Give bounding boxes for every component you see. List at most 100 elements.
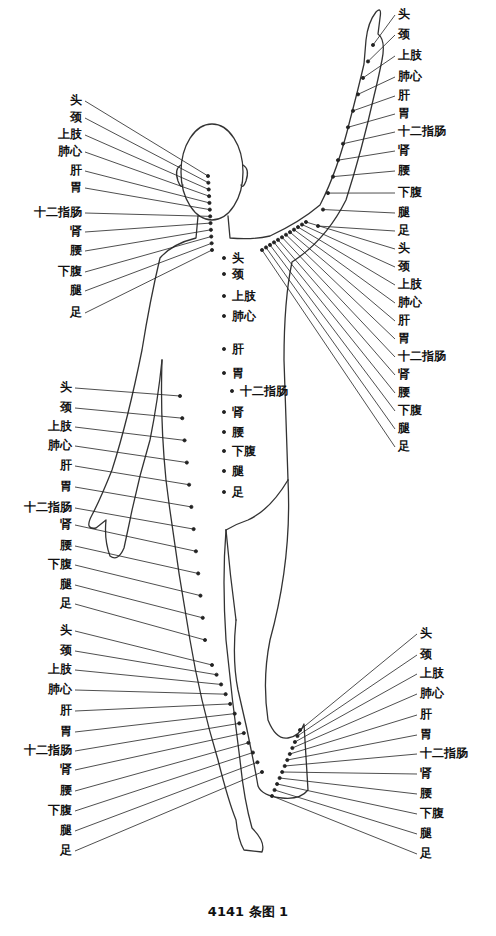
point-dot bbox=[229, 702, 232, 705]
leader-line bbox=[272, 796, 417, 854]
organ-label: 腰 bbox=[420, 785, 432, 801]
point-dot bbox=[321, 208, 324, 211]
leader-line bbox=[278, 240, 395, 375]
leader-line bbox=[285, 754, 417, 766]
organ-label: 足 bbox=[60, 842, 72, 858]
point-dot bbox=[209, 215, 212, 218]
point-dot bbox=[187, 483, 190, 486]
point-dot bbox=[247, 741, 250, 744]
organ-label: 头 bbox=[420, 625, 432, 641]
point-dot bbox=[260, 248, 263, 251]
organ-label: 胃 bbox=[60, 723, 72, 739]
leader-line bbox=[75, 408, 182, 418]
point-dot bbox=[222, 430, 225, 433]
leader-line bbox=[75, 466, 189, 485]
leader-line bbox=[75, 753, 253, 811]
point-dot bbox=[284, 233, 287, 236]
point-dot bbox=[356, 93, 359, 96]
organ-label: 肝 bbox=[60, 457, 72, 473]
point-dot bbox=[222, 314, 225, 317]
leader-line bbox=[75, 604, 205, 640]
leader-line bbox=[75, 508, 194, 529]
organ-label: 颈 bbox=[232, 266, 244, 282]
organ-label: 肝 bbox=[70, 162, 82, 178]
point-dot bbox=[222, 371, 225, 374]
leader-line bbox=[286, 235, 395, 339]
leader-line bbox=[306, 222, 395, 249]
leader-line bbox=[358, 77, 395, 94]
leader-line bbox=[75, 670, 221, 684]
organ-label: 腿 bbox=[232, 463, 244, 479]
organ-label: 肺心 bbox=[398, 294, 422, 310]
organ-label: 头 bbox=[60, 379, 72, 395]
figure-caption: 4141 条图 1 bbox=[0, 903, 496, 921]
organ-label: 胃 bbox=[398, 105, 410, 121]
organ-label: 肝 bbox=[398, 312, 410, 328]
organ-label: 足 bbox=[398, 222, 410, 238]
organ-label: 腰 bbox=[70, 242, 82, 258]
point-dot bbox=[304, 220, 307, 223]
point-dot bbox=[361, 76, 364, 79]
leader-line bbox=[270, 245, 395, 411]
organ-label: 胃 bbox=[70, 179, 82, 195]
leader-line bbox=[262, 250, 395, 447]
point-dot bbox=[336, 159, 339, 162]
point-dot bbox=[275, 782, 278, 785]
point-dot bbox=[273, 788, 276, 791]
point-dot bbox=[192, 527, 195, 530]
leader-line bbox=[373, 15, 395, 45]
leader-line bbox=[338, 151, 395, 160]
leader-line bbox=[277, 784, 417, 814]
point-dot bbox=[197, 572, 200, 575]
leader-line bbox=[282, 772, 417, 774]
organ-label: 肺心 bbox=[232, 308, 256, 324]
point-dot bbox=[341, 142, 344, 145]
point-dot bbox=[264, 246, 267, 249]
point-dot bbox=[233, 712, 236, 715]
organ-label: 腰 bbox=[398, 162, 410, 178]
organ-label: 腿 bbox=[70, 282, 82, 298]
point-dot bbox=[210, 242, 213, 245]
point-dot bbox=[181, 417, 184, 420]
leader-line bbox=[290, 232, 395, 321]
leader-line bbox=[85, 223, 211, 232]
leader-line bbox=[328, 193, 395, 194]
leader-line bbox=[75, 704, 230, 711]
organ-label: 肾 bbox=[398, 142, 410, 158]
point-dot bbox=[203, 638, 206, 641]
leader-line bbox=[290, 715, 417, 754]
leader-line bbox=[75, 525, 196, 551]
organ-label: 肺心 bbox=[398, 68, 422, 84]
organ-label: 下腹 bbox=[398, 402, 422, 418]
leader-line bbox=[75, 723, 239, 751]
leader-line bbox=[85, 152, 209, 196]
point-dot bbox=[207, 181, 210, 184]
leader-line bbox=[85, 188, 210, 210]
point-dot bbox=[222, 272, 225, 275]
leader-line bbox=[85, 135, 209, 189]
organ-label: 肝 bbox=[232, 341, 244, 357]
point-dot bbox=[292, 228, 295, 231]
organ-label: 颈 bbox=[398, 258, 410, 274]
leader-line bbox=[85, 101, 208, 176]
point-dot bbox=[268, 243, 271, 246]
point-dot bbox=[222, 256, 225, 259]
point-dot bbox=[296, 734, 299, 737]
leader-line bbox=[353, 96, 395, 111]
organ-label: 肾 bbox=[398, 366, 410, 382]
point-dot bbox=[260, 770, 263, 773]
point-dot bbox=[331, 175, 334, 178]
leader-line bbox=[297, 655, 417, 736]
leader-line bbox=[75, 585, 203, 618]
leader-line bbox=[85, 230, 211, 251]
leader-line bbox=[85, 243, 212, 291]
organ-label: 腰 bbox=[398, 384, 410, 400]
organ-label: 腿 bbox=[398, 420, 410, 436]
point-dot bbox=[288, 752, 291, 755]
point-dot bbox=[270, 794, 273, 797]
organ-label: 肝 bbox=[420, 706, 432, 722]
organ-label: 下腹 bbox=[48, 802, 72, 818]
organ-label: 肺心 bbox=[58, 143, 82, 159]
point-dot bbox=[291, 746, 294, 749]
